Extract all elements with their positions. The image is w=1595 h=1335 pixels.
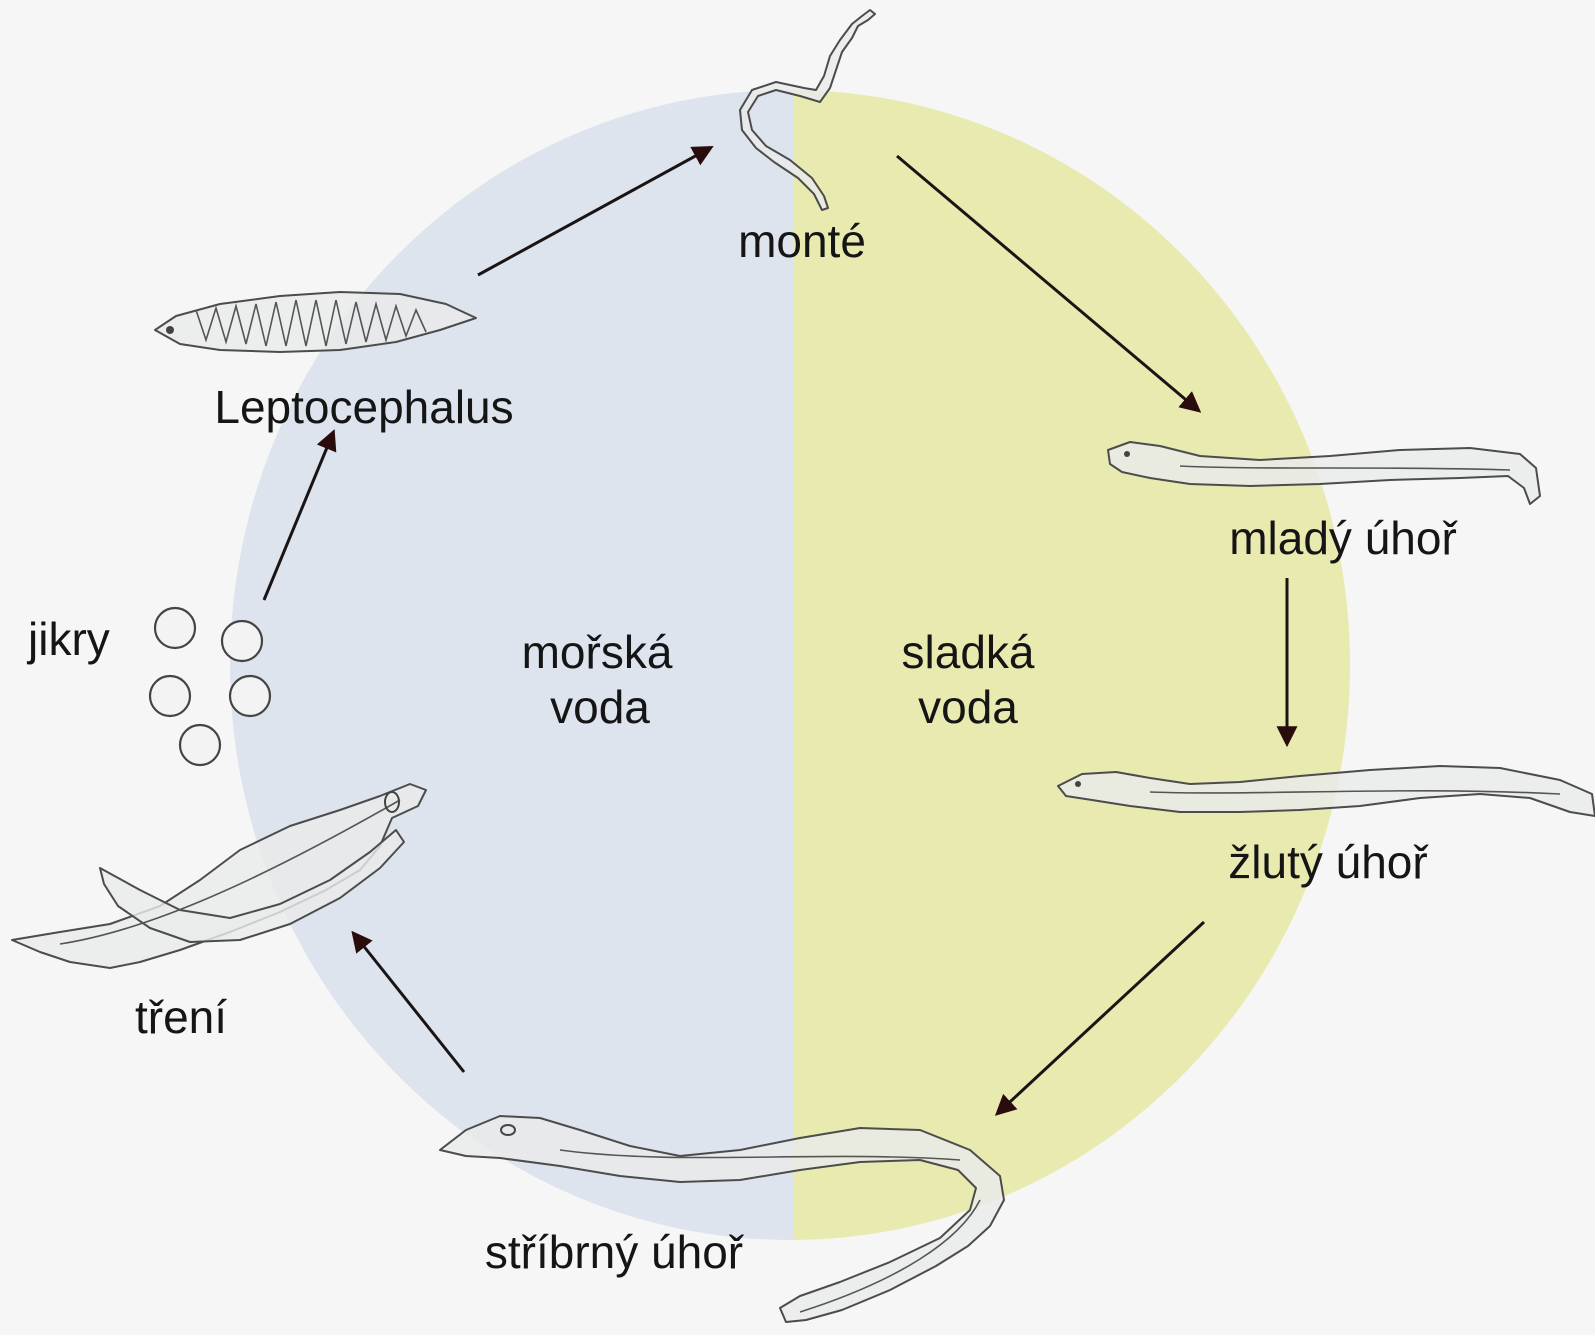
spawning-label: tření <box>135 991 227 1043</box>
monte-label: monté <box>738 215 866 267</box>
fresh-water-label-line2: voda <box>918 681 1018 733</box>
eggs-label: jikry <box>26 613 110 665</box>
egg <box>150 676 190 716</box>
sea-water-label-line1: mořská <box>522 626 673 678</box>
yellow-eel-label: žlutý úhoř <box>1228 836 1429 888</box>
silver-eel-label: stříbrný úhoř <box>485 1226 745 1278</box>
egg <box>180 725 220 765</box>
egg <box>155 608 195 648</box>
fresh-water-label-line1: sladká <box>902 626 1035 678</box>
egg <box>230 676 270 716</box>
sea-water-label-line2: voda <box>550 681 650 733</box>
leptocephalus-label: Leptocephalus <box>214 381 513 433</box>
young-eel-label: mladý úhoř <box>1229 512 1458 564</box>
egg <box>222 621 262 661</box>
